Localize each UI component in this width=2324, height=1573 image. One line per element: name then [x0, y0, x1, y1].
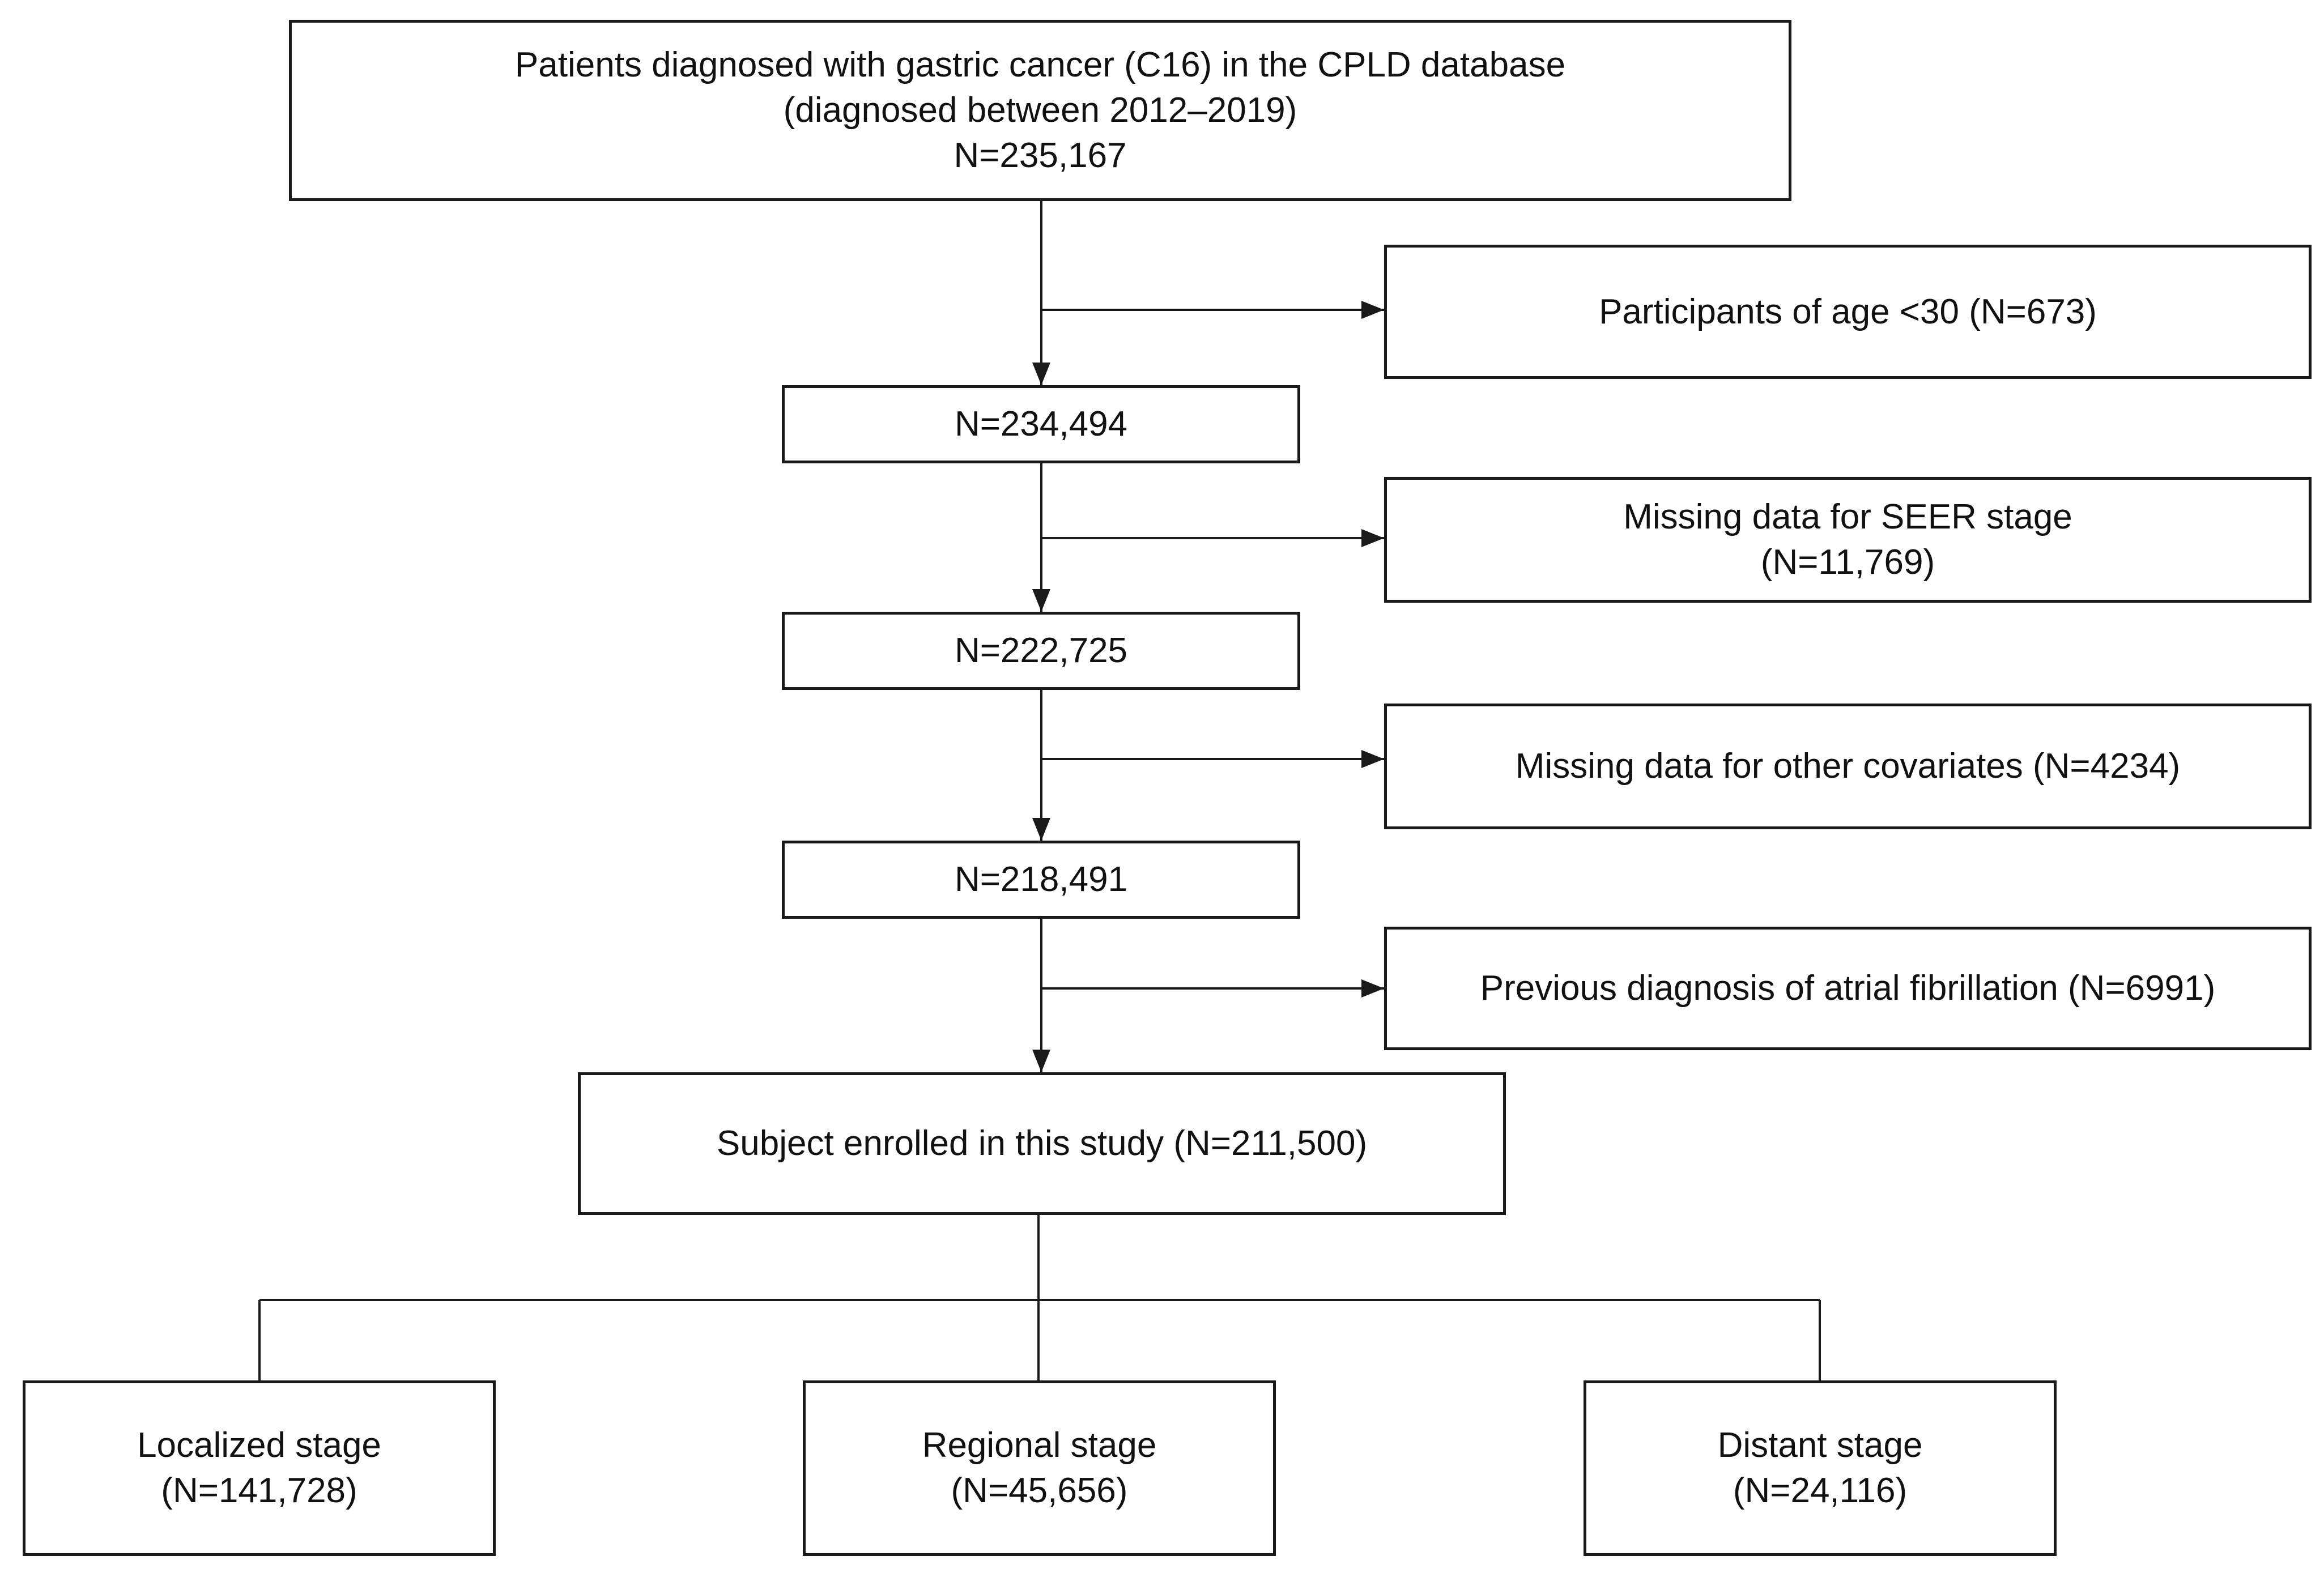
stage-box-distant: Distant stage (N=24,116) [1584, 1380, 2057, 1556]
step-box-1: N=234,494 [782, 385, 1300, 463]
stage-box-regional: Regional stage (N=45,656) [803, 1380, 1276, 1556]
exclusion-text: Missing data for SEER stage [1623, 497, 2072, 536]
exclusion-box-seer-stage: Missing data for SEER stage (N=11,769) [1384, 477, 2312, 603]
stage-count: (N=24,116) [1733, 1471, 1908, 1510]
step-count: N=218,491 [954, 860, 1128, 899]
source-date-range: (diagnosed between 2012–2019) [783, 91, 1297, 130]
exclusion-count: (N=11,769) [1760, 543, 1935, 582]
stage-box-localized: Localized stage (N=141,728) [23, 1380, 496, 1556]
exclusion-text: Missing data for other covariates (N=423… [1515, 747, 2181, 786]
step-box-2: N=222,725 [782, 612, 1300, 690]
exclusion-box-atrial-fibrillation: Previous diagnosis of atrial fibrillatio… [1384, 927, 2312, 1050]
source-count: N=235,167 [954, 136, 1127, 175]
stage-label: Localized stage [137, 1426, 381, 1465]
enrolled-box: Subject enrolled in this study (N=211,50… [578, 1072, 1506, 1215]
exclusion-text: Participants of age <30 (N=673) [1599, 292, 2097, 331]
source-population-box: Patients diagnosed with gastric cancer (… [289, 20, 1791, 201]
step-count: N=222,725 [954, 631, 1128, 670]
enrolled-text: Subject enrolled in this study (N=211,50… [716, 1124, 1368, 1163]
exclusion-box-covariates: Missing data for other covariates (N=423… [1384, 704, 2312, 829]
exclusion-box-age: Participants of age <30 (N=673) [1384, 245, 2312, 379]
step-box-3: N=218,491 [782, 841, 1300, 919]
source-description: Patients diagnosed with gastric cancer (… [514, 45, 1566, 84]
step-count: N=234,494 [954, 404, 1128, 444]
stage-label: Distant stage [1717, 1426, 1923, 1465]
exclusion-text: Previous diagnosis of atrial fibrillatio… [1480, 969, 2216, 1008]
stage-label: Regional stage [922, 1426, 1157, 1465]
stage-count: (N=141,728) [161, 1471, 357, 1510]
stage-count: (N=45,656) [951, 1471, 1128, 1510]
